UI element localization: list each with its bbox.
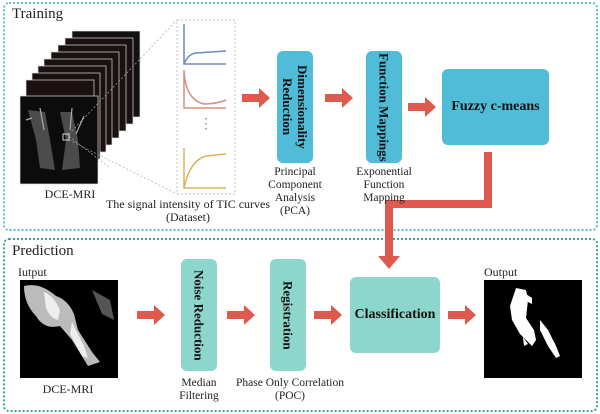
pca-caption: Principal Component Analysis (PCA) xyxy=(255,166,335,218)
tic-curve-2-line xyxy=(183,71,227,105)
prediction-input-label: DCE-MRI xyxy=(42,382,94,396)
dimensionality-reduction-box: Dimensionality Reduction xyxy=(277,51,313,163)
dataset-label-line2: (Dataset) xyxy=(166,210,210,224)
arrow-2 xyxy=(325,88,353,108)
tic-curve-1 xyxy=(183,24,226,65)
training-title: Training xyxy=(12,6,64,22)
input-mri-image xyxy=(20,280,118,378)
training-input-label: DCE-MRI xyxy=(44,187,96,201)
exponential-mapping-caption: Exponential Function Mapping xyxy=(344,166,424,205)
caption-line: Exponential xyxy=(356,166,412,178)
caption-line: (POC) xyxy=(274,390,306,402)
registration-box: Registration xyxy=(270,259,306,371)
tic-curve-3-line xyxy=(183,153,227,189)
arrow-5 xyxy=(227,305,255,325)
caption-line: Filtering xyxy=(179,390,219,402)
arrow-3 xyxy=(408,97,436,117)
connector-arrow xyxy=(378,152,492,269)
caption-line: Function xyxy=(363,179,405,191)
output-segmentation-image xyxy=(484,280,582,378)
tic-curve-1-line xyxy=(183,50,227,65)
caption-line: Phase Only Correlation xyxy=(236,377,344,389)
mri-slice-stack xyxy=(19,30,141,185)
arrow-4 xyxy=(137,305,165,325)
training-arrows xyxy=(242,88,492,269)
classification-box: Classification xyxy=(350,277,440,353)
caption-line: Mapping xyxy=(363,192,405,204)
projection-lines xyxy=(65,19,236,195)
dataset-label-line1: The signal intensity of TIC curves xyxy=(105,197,271,211)
arrow-1 xyxy=(242,88,270,108)
function-mappings-box: Function Mappings xyxy=(366,51,402,163)
input-header: Iutput xyxy=(18,265,47,279)
training-panel xyxy=(3,2,598,231)
caption-line: Analysis xyxy=(274,192,316,204)
median-filtering-caption: Median Filtering xyxy=(159,377,239,403)
prediction-title: Prediction xyxy=(12,243,74,259)
prediction-arrows xyxy=(137,305,476,325)
arrow-7 xyxy=(448,305,476,325)
caption-line: Median xyxy=(181,377,217,389)
poc-caption: Phase Only Correlation (POC) xyxy=(230,377,350,403)
caption-line: Principal xyxy=(274,166,316,178)
tic-curve-2 xyxy=(183,70,226,109)
prediction-panel xyxy=(3,238,598,412)
noise-reduction-box: Noise Reduction xyxy=(181,259,217,371)
curve-ellipsis: ⋮ xyxy=(199,117,213,132)
mri-front-slice xyxy=(19,95,99,185)
arrow-6 xyxy=(314,305,342,325)
tic-curves xyxy=(183,24,227,189)
caption-line: (PCA) xyxy=(279,205,311,217)
fuzzy-c-means-box: Fuzzy c-means xyxy=(442,69,549,145)
caption-line: Component xyxy=(268,179,322,191)
output-header: Output xyxy=(484,265,518,279)
